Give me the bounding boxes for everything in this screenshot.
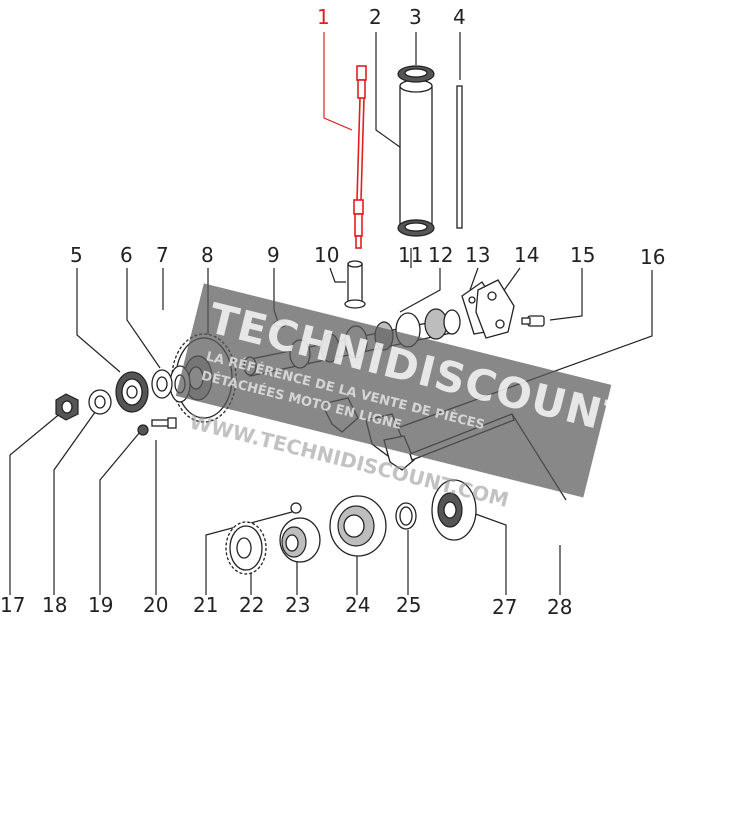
callout-12: 12 <box>428 243 453 267</box>
callout-24: 24 <box>345 593 370 617</box>
callout-16: 16 <box>640 245 665 269</box>
part-20-screw[interactable] <box>151 417 177 429</box>
callout-15: 15 <box>570 243 595 267</box>
callout-25: 25 <box>396 593 421 617</box>
callout-14: 14 <box>514 243 539 267</box>
part-5-bearing[interactable] <box>115 371 149 413</box>
callout-1: 1 <box>317 5 330 29</box>
leader-lines <box>9 32 653 595</box>
part-2-tube[interactable] <box>399 79 433 233</box>
callout-2: 2 <box>369 5 382 29</box>
callout-18: 18 <box>42 593 67 617</box>
callout-23: 23 <box>285 593 310 617</box>
part-27-disc[interactable] <box>431 479 477 541</box>
callout-21: 21 <box>193 593 218 617</box>
callout-22: 22 <box>239 593 264 617</box>
callout-3: 3 <box>409 5 422 29</box>
part-4-rod[interactable] <box>456 85 463 229</box>
part-23-hub[interactable] <box>279 517 321 563</box>
watermark-band <box>175 283 612 498</box>
callout-4: 4 <box>453 5 466 29</box>
callout-8: 8 <box>201 243 214 267</box>
callout-17: 17 <box>0 593 25 617</box>
part-15-bolt[interactable] <box>521 315 545 327</box>
part-24-cup[interactable] <box>329 495 387 557</box>
callout-13: 13 <box>465 243 490 267</box>
callout-10: 10 <box>314 243 339 267</box>
callout-27: 27 <box>492 595 517 619</box>
callout-5: 5 <box>70 243 83 267</box>
callout-7: 7 <box>156 243 169 267</box>
callout-9: 9 <box>267 243 280 267</box>
part-22-gear[interactable] <box>225 521 267 575</box>
callout-11: 11 <box>398 243 423 267</box>
part-3-seal-top[interactable] <box>397 65 435 83</box>
part-18-washer[interactable] <box>88 389 112 415</box>
callout-numbers: 1 2 3 4 5 6 7 8 9 10 11 12 13 14 15 16 1… <box>0 5 665 619</box>
callout-6: 6 <box>120 243 133 267</box>
part-14-cover[interactable] <box>475 279 515 339</box>
callout-20: 20 <box>143 593 168 617</box>
part-1-shaft[interactable] <box>353 65 367 249</box>
part-6-spacer[interactable] <box>151 369 173 399</box>
callout-19: 19 <box>88 593 113 617</box>
part-10-bushing[interactable] <box>344 260 366 309</box>
part-21-ball[interactable] <box>290 502 302 514</box>
callout-28: 28 <box>547 595 572 619</box>
part-19-small-nut[interactable] <box>137 424 149 436</box>
part-25-circlip[interactable] <box>395 502 417 530</box>
part-11-seal-bottom[interactable] <box>397 219 435 237</box>
part-17-nut[interactable] <box>55 393 79 421</box>
